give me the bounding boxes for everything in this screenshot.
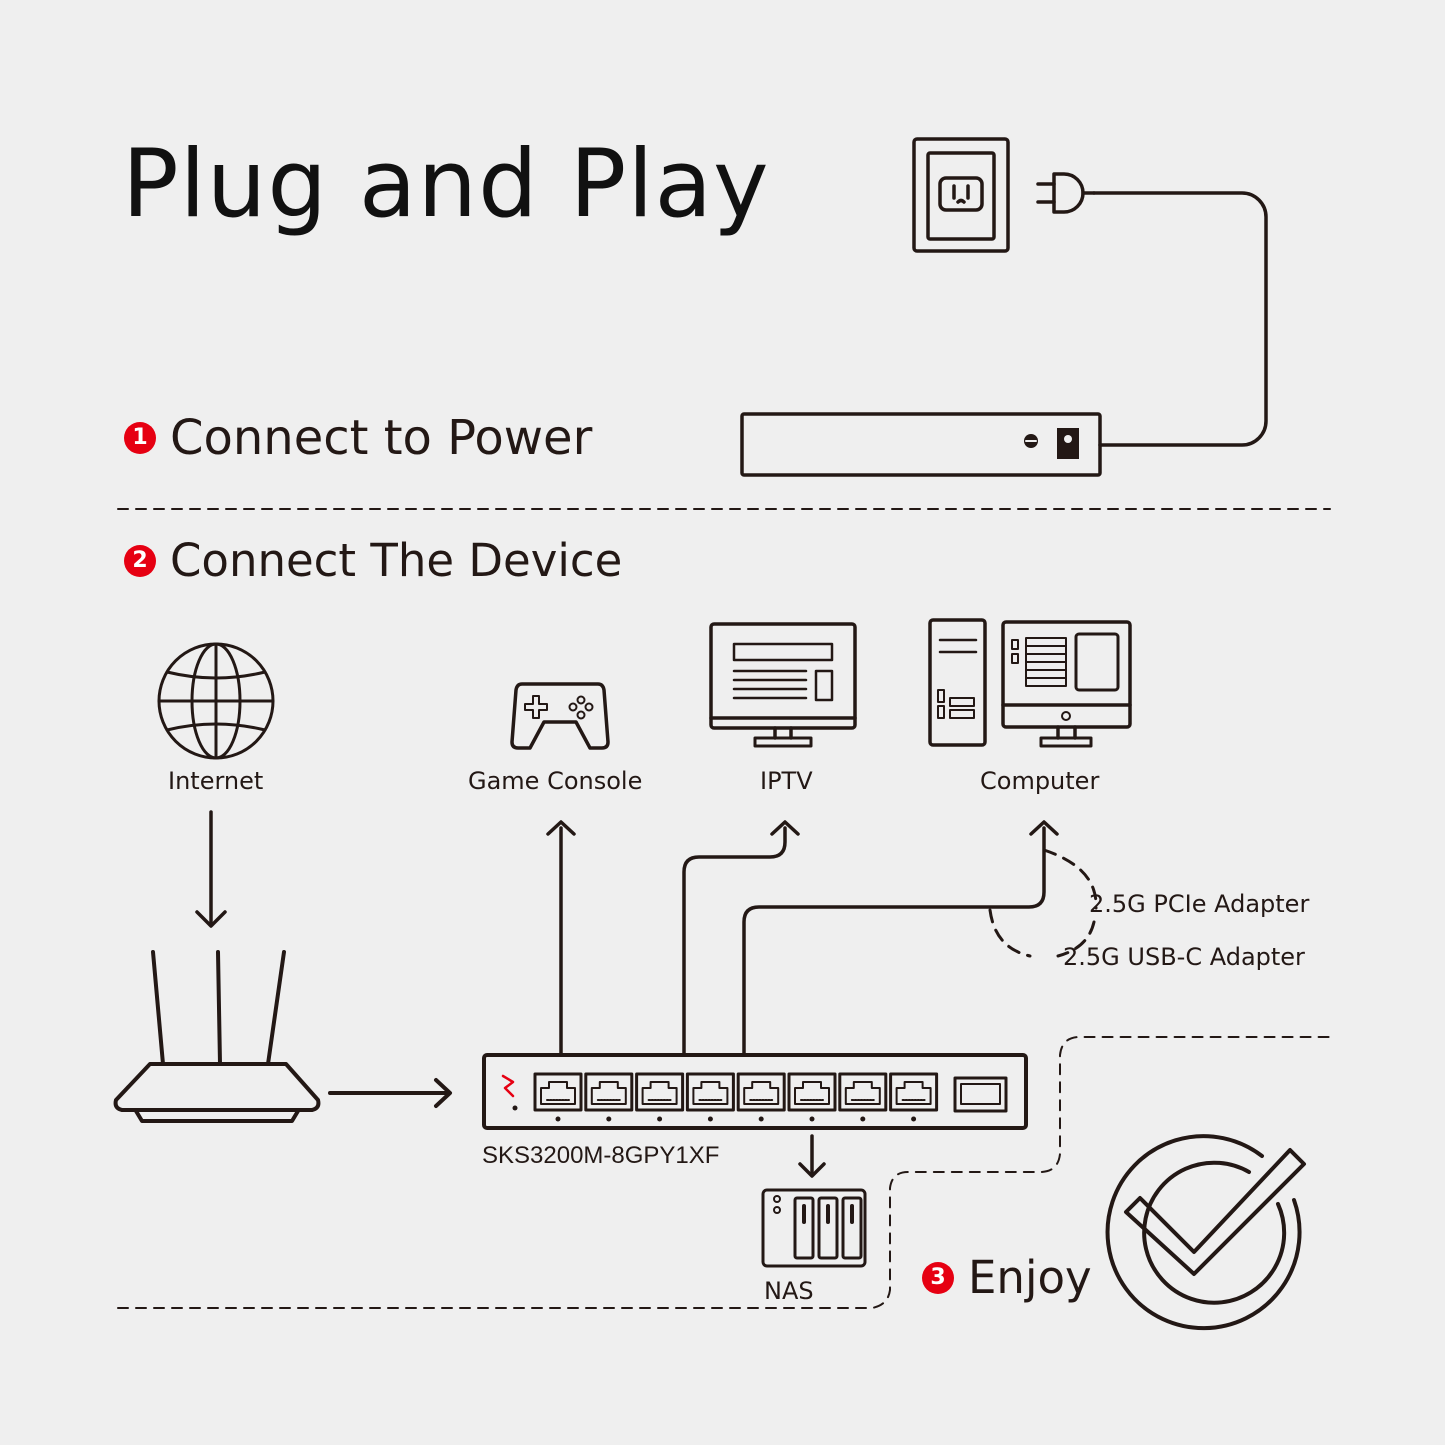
computer-label: Computer	[980, 767, 1100, 795]
check-circle-icon	[1105, 1134, 1306, 1331]
power-plug-icon	[1036, 172, 1096, 214]
ethernet-port	[787, 1072, 837, 1122]
internet-label: Internet	[168, 767, 264, 795]
step-1-label: Connect to Power	[170, 410, 593, 466]
step-connect-power: 1 Connect to Power	[124, 414, 592, 462]
step-3-badge: 3	[922, 1261, 954, 1294]
step-2-label: Connect The Device	[170, 534, 623, 587]
power-cable	[1092, 191, 1268, 447]
computer-icon	[928, 618, 1132, 748]
ethernet-port	[533, 1072, 583, 1122]
ethernet-port	[685, 1072, 735, 1122]
router-switch-arrow	[328, 1078, 452, 1108]
router-icon	[113, 950, 321, 1123]
page-title: Plug and Play	[122, 130, 770, 239]
connection-computer	[742, 820, 1059, 1057]
step-1-badge: 1	[124, 422, 156, 454]
step-enjoy: 3 Enjoy	[922, 1255, 1092, 1300]
step-2-badge: 2	[124, 544, 156, 577]
usbc-adapter-label: 2.5G USB-C Adapter	[1063, 943, 1305, 971]
ethernet-port	[736, 1072, 786, 1122]
step-connect-device: 2 Connect The Device	[124, 538, 622, 583]
iptv-monitor-icon	[709, 622, 857, 748]
switch-model-label: SKS3200M-8GPY1XF	[482, 1142, 720, 1169]
ethernet-port	[584, 1072, 634, 1122]
nas-label: NAS	[764, 1277, 814, 1305]
wall-outlet-icon	[912, 137, 1010, 253]
game-console-label: Game Console	[468, 767, 643, 795]
iptv-label: IPTV	[760, 767, 813, 795]
internet-router-arrow	[195, 810, 227, 928]
ethernet-port	[635, 1072, 685, 1122]
connection-game-console	[546, 820, 576, 1057]
globe-icon	[157, 642, 275, 760]
ethernet-port	[889, 1072, 939, 1122]
game-controller-icon	[510, 682, 610, 750]
adapter-dashed-arc	[988, 848, 1098, 958]
switch-rear-view	[740, 412, 1102, 477]
connection-nas	[798, 1134, 826, 1178]
nas-icon	[761, 1188, 867, 1268]
step-3-label: Enjoy	[968, 1251, 1092, 1304]
switch-front-view	[482, 1053, 1028, 1130]
pcie-adapter-label: 2.5G PCIe Adapter	[1089, 890, 1310, 918]
ethernet-port	[838, 1072, 888, 1122]
connection-iptv	[682, 820, 800, 1057]
separator-bottom	[117, 1036, 1331, 1309]
